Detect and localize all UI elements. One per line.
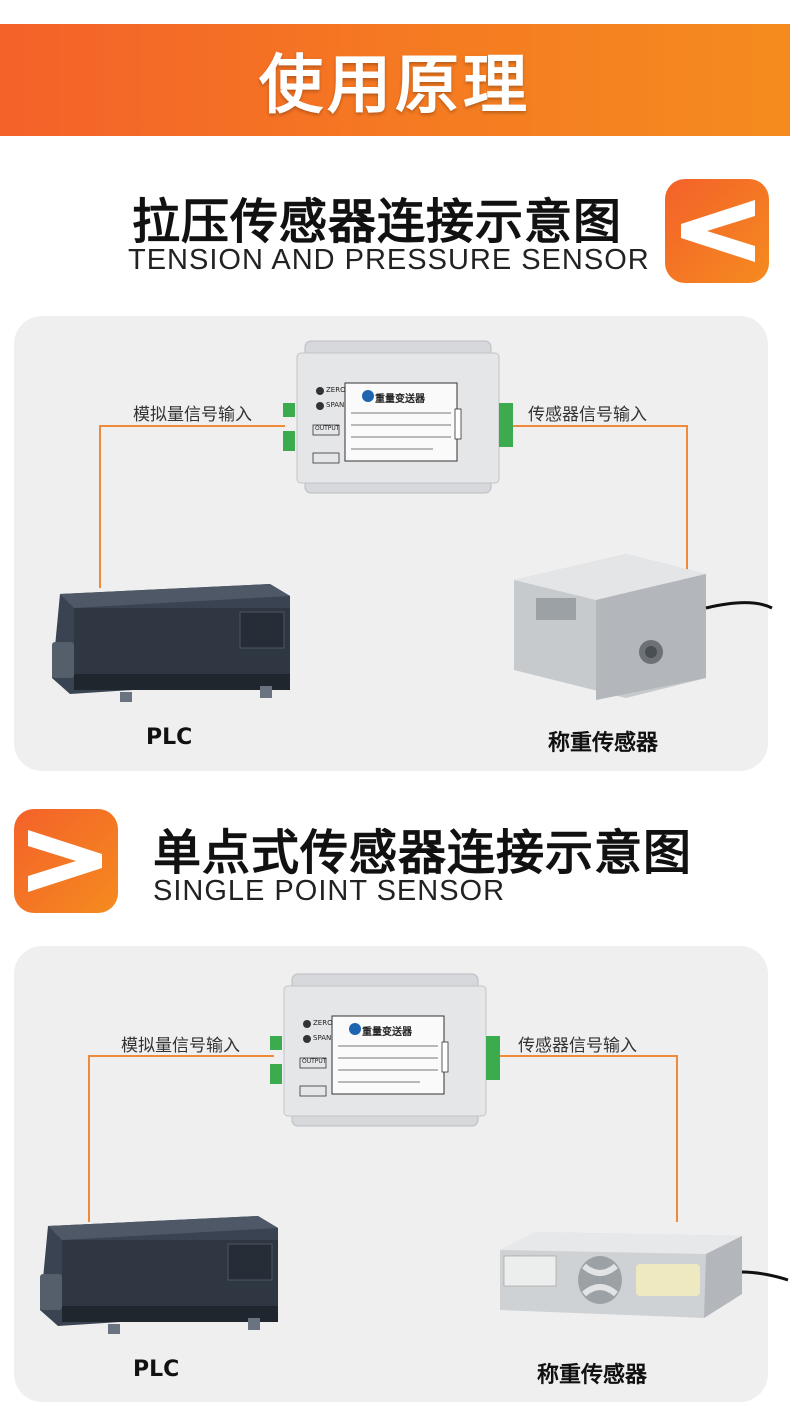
plc-caption: PLC xyxy=(146,725,193,750)
plc-caption: PLC xyxy=(133,1357,180,1382)
wire-right-vertical xyxy=(686,425,688,587)
chevron-right-icon xyxy=(14,809,118,913)
wire-left-horizontal xyxy=(99,425,285,427)
transmitter-brand: 重量变送器 xyxy=(375,394,425,405)
weight-transmitter xyxy=(283,333,513,498)
analog-input-label: 模拟量信号输入 xyxy=(121,1036,240,1056)
banner-title: 使用原理 xyxy=(259,49,531,123)
wire-right-horizontal xyxy=(510,425,688,427)
plc-device xyxy=(28,1214,286,1336)
sensor-input-label: 传感器信号输入 xyxy=(528,405,647,425)
section2-subtitle: SINGLE POINT SENSOR xyxy=(153,875,506,907)
span-label: SPAN xyxy=(326,401,345,409)
wire-left-horizontal xyxy=(88,1055,274,1057)
sensor-input-label: 传感器信号输入 xyxy=(518,1036,637,1056)
transmitter-brand: 重量变送器 xyxy=(362,1027,412,1038)
zero-label: ZERO xyxy=(313,1019,333,1027)
wire-right-vertical xyxy=(676,1055,678,1222)
sensor-caption: 称重传感器 xyxy=(548,731,659,756)
wire-right-horizontal xyxy=(495,1055,678,1057)
sensor-caption: 称重传感器 xyxy=(537,1363,648,1388)
chevron-left-icon xyxy=(665,179,769,283)
output-label: OUTPUT xyxy=(315,425,340,432)
wire-left-vertical xyxy=(88,1055,90,1222)
weight-transmitter xyxy=(270,966,500,1131)
zero-label: ZERO xyxy=(326,386,346,394)
span-label: SPAN xyxy=(313,1034,332,1042)
single-point-load-cell xyxy=(496,1222,790,1322)
plc-device xyxy=(40,582,298,704)
section2-title: 单点式传感器连接示意图 xyxy=(153,825,693,881)
section1-title: 拉压传感器连接示意图 xyxy=(132,194,623,250)
analog-input-label: 模拟量信号输入 xyxy=(133,405,252,425)
section1-subtitle: TENSION AND PRESSURE SENSOR xyxy=(128,244,650,276)
s-type-load-cell xyxy=(506,552,776,700)
output-label: OUTPUT xyxy=(302,1058,327,1065)
header-banner: 使用原理 xyxy=(0,24,790,136)
wire-left-vertical xyxy=(99,425,101,588)
